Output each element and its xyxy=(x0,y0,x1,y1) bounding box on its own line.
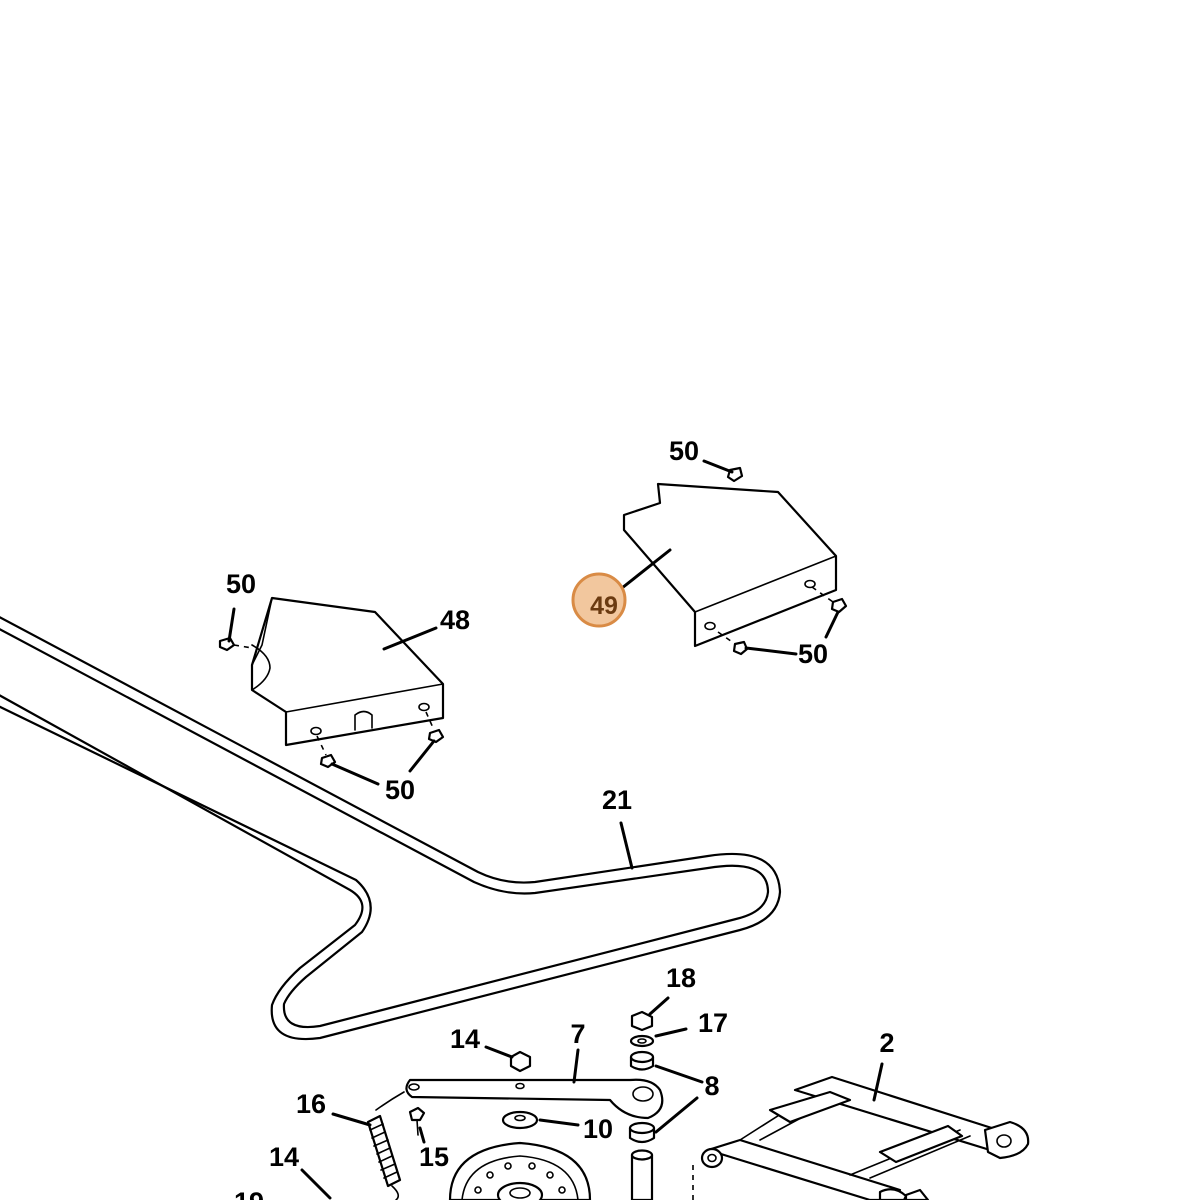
callout-10[interactable]: 10 xyxy=(583,1114,613,1144)
drive-belt xyxy=(0,616,782,1041)
callout-21[interactable]: 21 xyxy=(602,785,632,815)
idler-hardware xyxy=(408,1010,656,1200)
hex-screw-icon xyxy=(425,711,445,744)
callout-50-right[interactable]: 50 xyxy=(798,639,828,669)
callout-8[interactable]: 8 xyxy=(704,1071,719,1101)
callout-14-top[interactable]: 14 xyxy=(450,1024,480,1054)
callout-15[interactable]: 15 xyxy=(419,1142,449,1172)
idler-arm xyxy=(405,1078,664,1120)
hex-screw-icon xyxy=(717,631,749,656)
idler-pulley xyxy=(448,1141,592,1200)
callout-50-bottom[interactable]: 50 xyxy=(385,775,415,805)
callout-17[interactable]: 17 xyxy=(698,1008,728,1038)
hex-screw-icon xyxy=(811,586,848,614)
callout-18[interactable]: 18 xyxy=(666,963,696,993)
belt-cover-right xyxy=(622,482,838,648)
callout-7[interactable]: 7 xyxy=(570,1019,585,1049)
callout-50-left[interactable]: 50 xyxy=(226,569,256,599)
callout-labels: 50 50 48 50 50 21 18 17 14 7 8 2 16 10 1… xyxy=(226,436,895,1200)
hex-screw-icon xyxy=(218,636,253,652)
callout-49-label: 49 xyxy=(590,592,618,620)
callout-19[interactable]: 19 xyxy=(234,1187,264,1200)
leader-lines xyxy=(227,459,884,1200)
callout-2[interactable]: 2 xyxy=(879,1028,894,1058)
callout-16[interactable]: 16 xyxy=(296,1089,326,1119)
callout-48[interactable]: 48 xyxy=(440,605,470,635)
highlight-callout-49[interactable]: 49 xyxy=(571,572,627,628)
pivot-frame xyxy=(692,1075,1030,1200)
callout-50-top[interactable]: 50 xyxy=(669,436,699,466)
hex-screw-icon xyxy=(316,735,337,769)
callout-14-bottom[interactable]: 14 xyxy=(269,1142,299,1172)
belt-cover-left xyxy=(250,596,445,747)
tension-spring xyxy=(366,1091,405,1200)
